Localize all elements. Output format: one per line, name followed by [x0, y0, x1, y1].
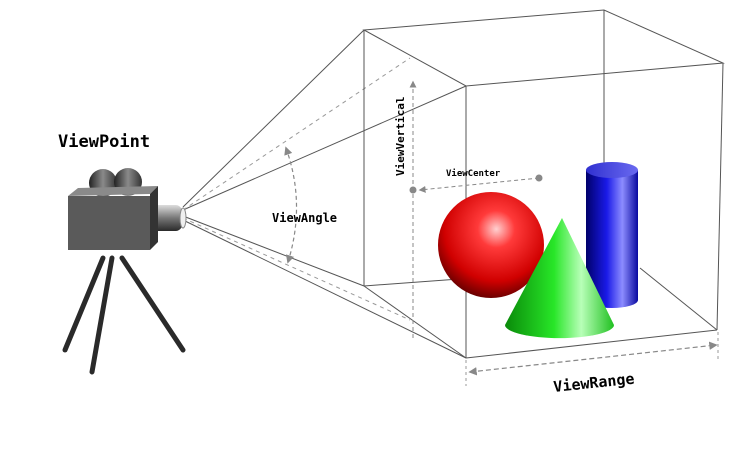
view-center-label: ViewCenter [446, 168, 501, 179]
view-range-label: ViewRange [553, 370, 636, 396]
green-cone [505, 218, 614, 339]
red-sphere [438, 192, 544, 298]
viewpoint-label: ViewPoint [58, 132, 150, 152]
view-angle-label: ViewAngle [272, 211, 337, 225]
tripod [62, 255, 186, 375]
view-angle-arc [284, 146, 298, 264]
view-center-marker [409, 174, 543, 194]
movie-camera-icon [68, 168, 187, 250]
blue-cylinder [586, 162, 638, 308]
view-frustum [182, 29, 467, 359]
view-range-arrow [468, 341, 718, 376]
view-frustum-dashed [182, 57, 411, 321]
view-vertical-label: ViewVertical [394, 97, 407, 176]
